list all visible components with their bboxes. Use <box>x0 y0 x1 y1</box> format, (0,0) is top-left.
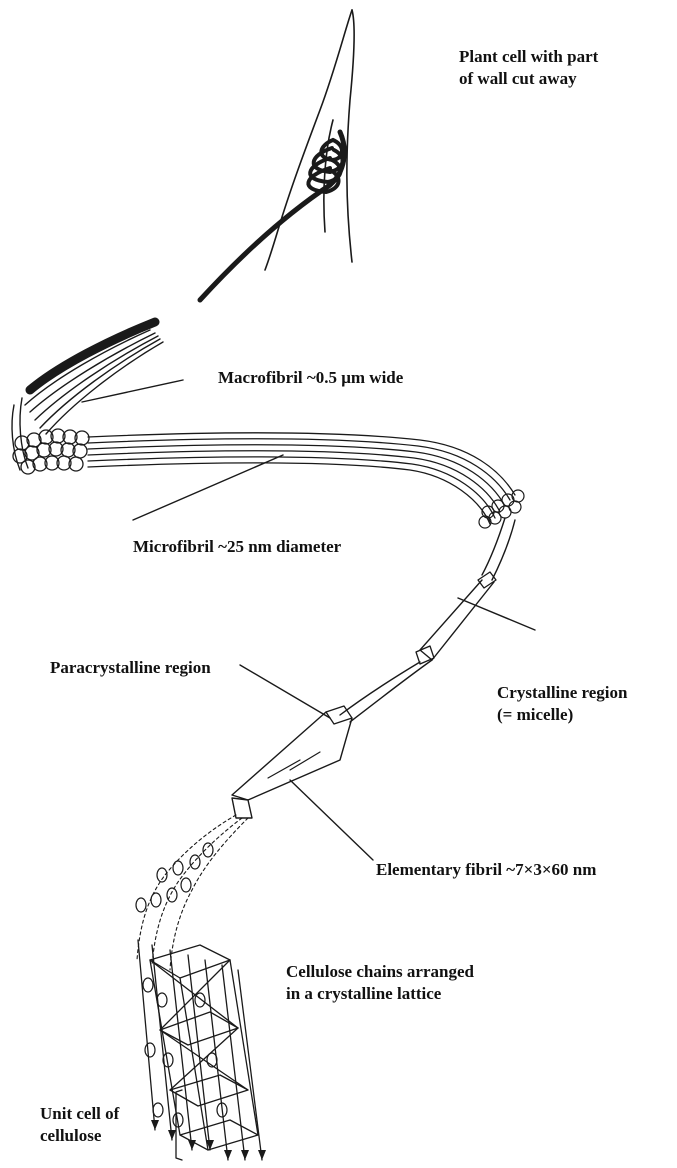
label-cellulose-chains-line2: in a crystalline lattice <box>286 983 474 1005</box>
label-crystalline-line1: Crystalline region <box>497 682 627 704</box>
label-elementary-fibril: Elementary fibril ~7×3×60 nm <box>376 859 596 881</box>
label-macrofibril: Macrofibril ~0.5 μm wide <box>218 367 403 389</box>
label-crystalline: Crystalline region (= micelle) <box>497 682 627 726</box>
label-plant-cell-line2: of wall cut away <box>459 68 598 90</box>
label-plant-cell-line1: Plant cell with part <box>459 46 598 68</box>
label-crystalline-line2: (= micelle) <box>497 704 627 726</box>
microfibril-drawing <box>88 433 524 528</box>
label-microfibril: Microfibril ~25 nm diameter <box>133 536 341 558</box>
label-cellulose-chains: Cellulose chains arranged in a crystalli… <box>286 961 474 1005</box>
label-unit-cell: Unit cell of cellulose <box>40 1103 119 1147</box>
cellulose-chains-drawing <box>136 815 266 1160</box>
label-unit-cell-line1: Unit cell of <box>40 1103 119 1125</box>
label-cellulose-chains-line1: Cellulose chains arranged <box>286 961 474 983</box>
label-unit-cell-line2: cellulose <box>40 1125 119 1147</box>
label-paracrystalline: Paracrystalline region <box>50 657 211 679</box>
plant-cell-drawing <box>200 10 354 300</box>
label-plant-cell: Plant cell with part of wall cut away <box>459 46 598 90</box>
macrofibril-drawing <box>12 322 183 474</box>
fibril-segments-drawing <box>232 518 535 860</box>
